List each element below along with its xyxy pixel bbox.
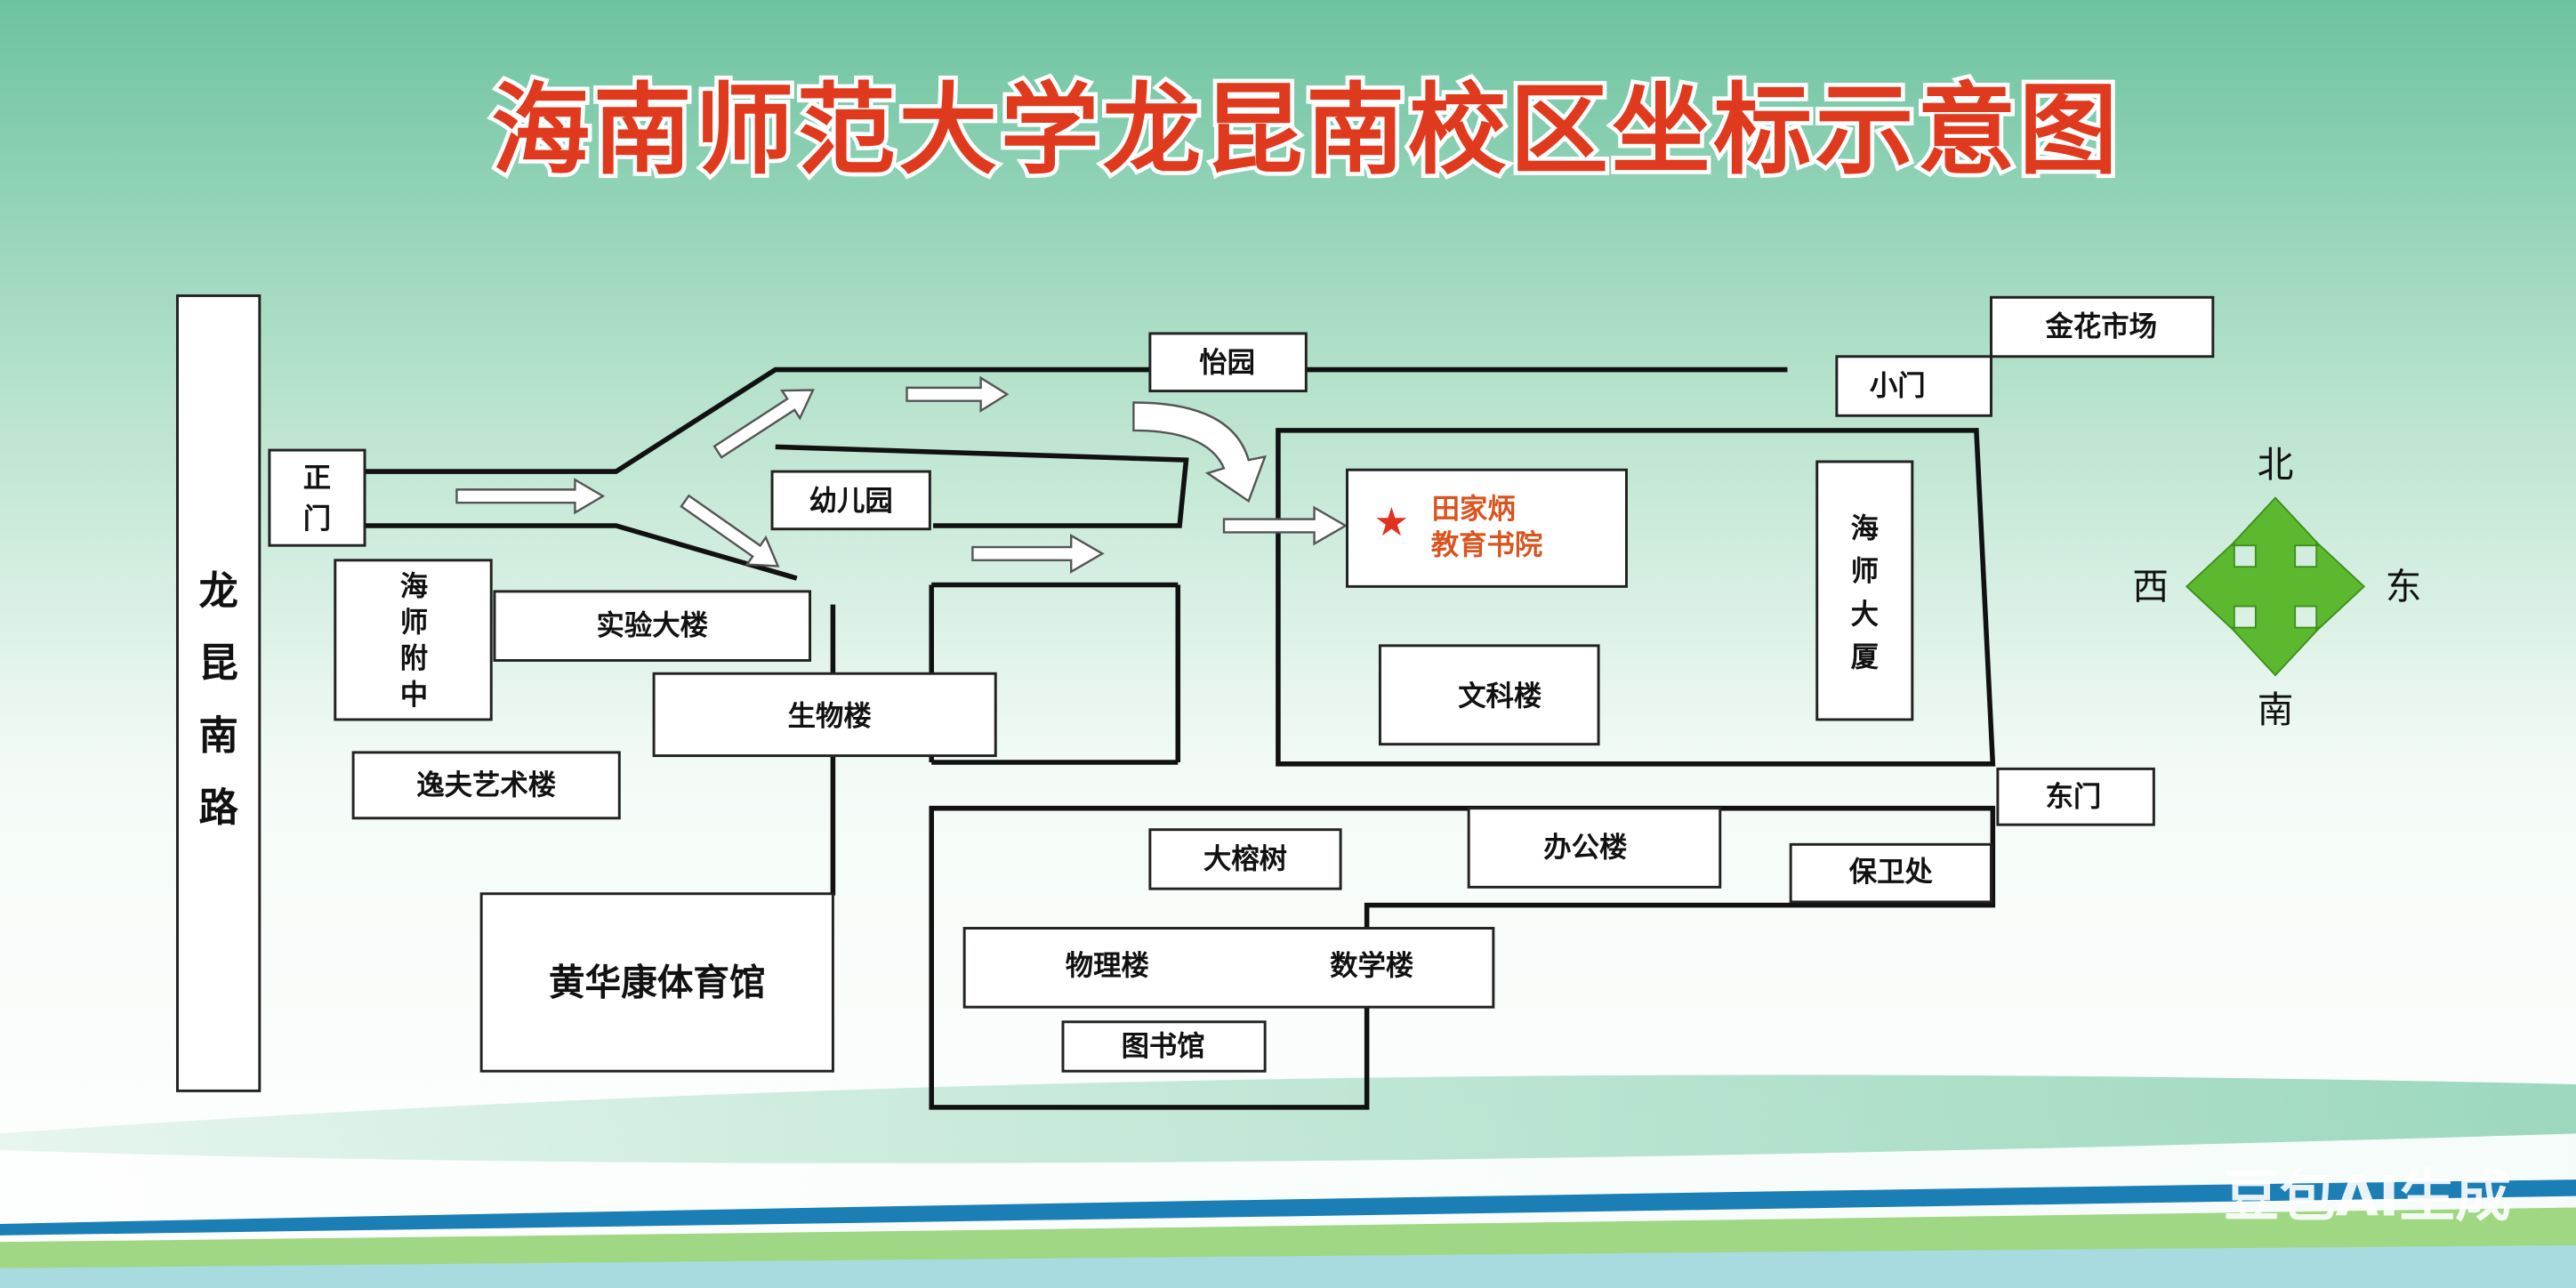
jinhua-market[interactable]: 金花市场: [1990, 295, 2215, 358]
page-title: 海南师范大学龙昆南校区坐标示意图: [491, 74, 2121, 189]
small-gate[interactable]: 小门: [1835, 355, 1992, 417]
svg-text:东门: 东门: [2045, 780, 2101, 813]
svg-text:昆: 昆: [198, 641, 237, 687]
svg-text:师: 师: [400, 607, 428, 639]
gym[interactable]: 黄华康体育馆: [479, 892, 834, 1073]
star-icon: ★: [1373, 500, 1409, 545]
security-office[interactable]: 保卫处: [1789, 842, 1992, 904]
svg-text:金花市场: 金花市场: [2044, 310, 2157, 343]
svg-text:生物楼: 生物楼: [788, 700, 873, 732]
svg-text:物理楼: 物理楼: [1066, 950, 1150, 982]
svg-text:数学楼: 数学楼: [1330, 949, 1414, 982]
east-gate[interactable]: 东门: [1996, 767, 2155, 826]
svg-text:北: 北: [2258, 444, 2294, 487]
yifu-art-building[interactable]: 逸夫艺术楼: [351, 751, 621, 820]
svg-text:田家炳: 田家炳: [1432, 493, 1516, 526]
main-gate[interactable]: 正 门: [268, 448, 366, 547]
svg-text:东: 东: [2386, 565, 2422, 608]
tianjiabing-academy[interactable]: ★ 田家炳 教育书院: [1346, 468, 1628, 588]
svg-text:大: 大: [1851, 599, 1879, 631]
svg-text:文科楼: 文科楼: [1458, 680, 1542, 712]
svg-text:南: 南: [198, 713, 237, 759]
arrow-icon: [971, 534, 1105, 574]
svg-text:西: 西: [2132, 565, 2169, 608]
watermark: 豆包AI生成: [2224, 1164, 2511, 1229]
physics-math-buildings[interactable]: 物理楼 数学楼: [962, 927, 1495, 1009]
svg-text:实验大楼: 实验大楼: [596, 609, 708, 642]
compass: 北 南 西 东: [2132, 444, 2421, 731]
svg-text:教育书院: 教育书院: [1431, 528, 1542, 561]
bottom-waves: [0, 1075, 2576, 1288]
yiyuan[interactable]: 怡园: [1148, 332, 1308, 393]
office-building[interactable]: 办公楼: [1467, 807, 1722, 889]
svg-text:幼儿园: 幼儿园: [809, 485, 893, 517]
haishi-tower[interactable]: 海 师 大 厦: [1815, 460, 1914, 721]
arrow-icon: [680, 494, 780, 568]
longkun-south-road: [175, 294, 262, 1092]
svg-text:图书馆: 图书馆: [1122, 1031, 1205, 1063]
arrow-icon: [906, 375, 1010, 413]
svg-text:路: 路: [198, 785, 238, 831]
biology-building[interactable]: 生物楼: [652, 672, 997, 758]
svg-text:海: 海: [400, 570, 428, 602]
library[interactable]: 图书馆: [1061, 1020, 1267, 1073]
svg-text:师: 师: [1851, 556, 1879, 588]
arrow-icon: [1222, 505, 1348, 546]
arrow-icon: [712, 389, 815, 459]
svg-text:逸夫艺术楼: 逸夫艺术楼: [416, 769, 556, 801]
curved-arrow-icon: [1132, 401, 1268, 503]
svg-text:龙: 龙: [198, 568, 237, 614]
svg-text:黄华康体育馆: 黄华康体育馆: [549, 961, 766, 1003]
liberal-arts-building[interactable]: 文科楼: [1378, 644, 1600, 746]
kindergarten[interactable]: 幼儿园: [770, 470, 931, 531]
compass-arrows-icon: [2185, 496, 2366, 677]
direction-arrows: [455, 375, 1348, 574]
svg-text:正: 正: [303, 462, 331, 494]
lab-building[interactable]: 实验大楼: [493, 590, 812, 662]
svg-text:门: 门: [303, 503, 331, 535]
svg-text:小门: 小门: [1870, 370, 1926, 402]
banyan-tree[interactable]: 大榕树: [1148, 828, 1342, 890]
svg-text:办公楼: 办公楼: [1543, 832, 1628, 864]
svg-text:厦: 厦: [1851, 641, 1880, 673]
arrow-icon: [455, 478, 606, 515]
svg-text:大榕树: 大榕树: [1203, 842, 1287, 875]
svg-text:海: 海: [1851, 513, 1879, 545]
svg-text:南: 南: [2258, 688, 2294, 731]
svg-text:附: 附: [400, 643, 428, 675]
affiliated-school[interactable]: 海 师 附 中: [334, 559, 493, 721]
svg-text:保卫处: 保卫处: [1849, 857, 1934, 889]
road-name: 龙 昆 南 路: [198, 568, 238, 831]
svg-text:怡园: 怡园: [1199, 347, 1255, 379]
svg-text:中: 中: [400, 679, 428, 711]
